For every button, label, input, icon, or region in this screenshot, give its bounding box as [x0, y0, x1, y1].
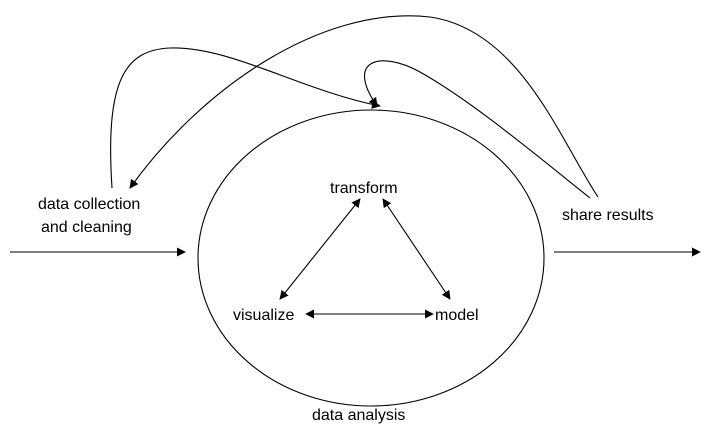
data-collection-label-line1: data collection — [38, 196, 140, 213]
share-results-label: share results — [562, 207, 654, 224]
transform-label: transform — [330, 180, 398, 197]
transform-model-arrow — [382, 198, 451, 300]
transform-visualize-arrow — [279, 198, 361, 300]
share-to-analysis-curve — [364, 60, 591, 199]
share-to-collection-curve — [129, 15, 599, 198]
data-collection-label-line2: and cleaning — [41, 219, 132, 236]
model-label: model — [435, 307, 479, 324]
visualize-label: visualize — [233, 307, 294, 324]
data-analysis-label: data analysis — [312, 407, 405, 424]
collection-to-analysis-curve — [110, 47, 381, 189]
data-analysis-ellipse — [197, 109, 545, 407]
